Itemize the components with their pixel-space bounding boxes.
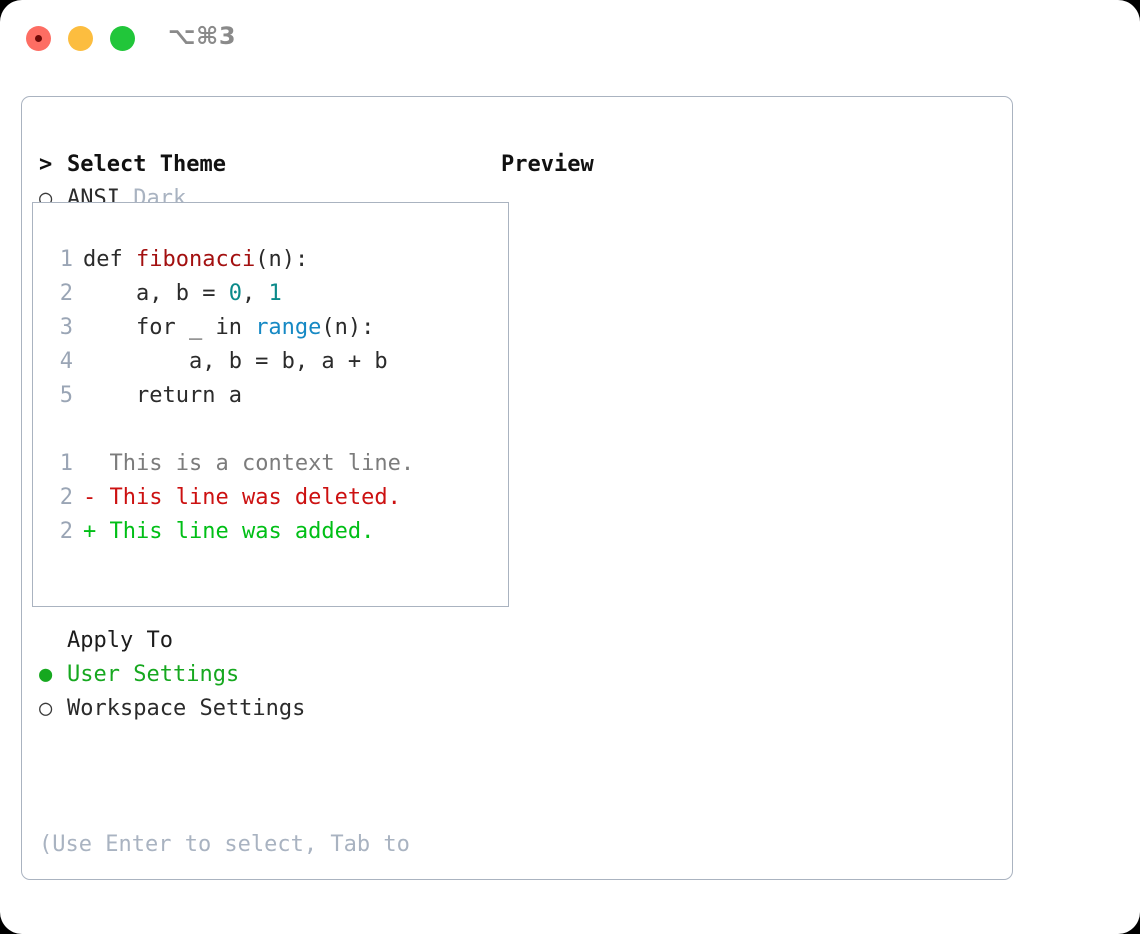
code-line: 5 return a xyxy=(45,379,504,413)
maximize-window-icon[interactable] xyxy=(110,26,135,51)
radio-unselected-icon: ○ xyxy=(39,696,66,721)
code-token-plain: (n): xyxy=(321,315,375,340)
diff-text: This line was deleted. xyxy=(109,485,401,510)
code-token-plain: return a xyxy=(83,383,242,408)
apply-to-label: Workspace Settings xyxy=(67,696,306,721)
diff-sample: 1 This is a context line.2- This line wa… xyxy=(45,447,504,549)
spacer-2 xyxy=(39,726,499,760)
code-line: 3 for _ in range(n): xyxy=(45,311,504,345)
minimize-window-icon[interactable] xyxy=(68,26,93,51)
diff-line: 2 + This line was added. xyxy=(45,515,504,549)
close-window-icon[interactable] xyxy=(26,26,51,51)
diff-text: This is a context line. xyxy=(109,451,415,476)
code-token-num: 0 xyxy=(228,281,242,306)
diff-sign: + xyxy=(83,519,110,544)
apply-to-heading: Apply To xyxy=(67,628,173,653)
apply-to-list: ● User Settings○ Workspace Settings xyxy=(39,658,499,726)
apply-to-item[interactable]: ● User Settings xyxy=(39,658,499,692)
code-line: 1 def fibonacci(n): xyxy=(45,243,504,277)
select-theme-heading: > Select Theme xyxy=(39,148,499,182)
code-token-plain: for _ in xyxy=(83,315,256,340)
diff-text: This line was added. xyxy=(109,519,375,544)
traffic-light-buttons xyxy=(26,26,135,51)
code-token-plain: a, b = b, a + b xyxy=(83,349,388,374)
diff-sign xyxy=(83,451,110,476)
code-line: 4 a, b = b, a + b xyxy=(45,345,504,379)
code-token-plain: (n): xyxy=(255,247,309,272)
preview-column: Preview xyxy=(501,148,1001,182)
code-token-plain: , xyxy=(241,281,269,306)
line-number: 1 xyxy=(59,451,73,476)
select-theme-heading-label: Select Theme xyxy=(67,152,226,177)
keyboard-shortcut-label: ⌥⌘3 xyxy=(168,22,237,50)
cursor-arrow-icon: > xyxy=(39,152,66,177)
code-line: 2 a, b = 0, 1 xyxy=(45,277,504,311)
line-number: 2 xyxy=(59,519,73,544)
keyboard-hint: (Use Enter to select, Tab to change focu… xyxy=(39,760,499,934)
title-bar: ⌥⌘3 xyxy=(0,0,1140,78)
diff-sign: - xyxy=(83,485,110,510)
diff-line: 2- This line was deleted. xyxy=(45,481,504,515)
keyboard-hint-line-1: (Use Enter to select, Tab to xyxy=(39,832,410,857)
content-card: > Select Theme ○ ANSI Dark○ Atom One Dar… xyxy=(21,96,1013,880)
code-token-num: 1 xyxy=(268,281,282,306)
code-token-call: range xyxy=(255,315,322,340)
line-number: 2 xyxy=(59,485,73,510)
keyboard-hint-line-2: change focus) xyxy=(39,930,499,934)
code-token-fn: fibonacci xyxy=(135,247,256,272)
apply-to-item[interactable]: ○ Workspace Settings xyxy=(39,692,499,726)
apply-to-label: User Settings xyxy=(67,662,240,687)
code-diff-spacer xyxy=(45,413,504,447)
line-number: 1 xyxy=(59,247,73,272)
line-number: 4 xyxy=(59,349,73,374)
diff-line: 1 This is a context line. xyxy=(45,447,504,481)
line-number: 5 xyxy=(59,383,73,408)
radio-selected-icon: ● xyxy=(39,662,66,687)
code-token-kw: def xyxy=(83,247,136,272)
preview-heading: Preview xyxy=(501,152,594,177)
line-number: 3 xyxy=(59,315,73,340)
code-token-plain: a, b = xyxy=(83,281,229,306)
line-number: 2 xyxy=(59,281,73,306)
two-column-layout: > Select Theme ○ ANSI Dark○ Atom One Dar… xyxy=(22,97,1012,879)
